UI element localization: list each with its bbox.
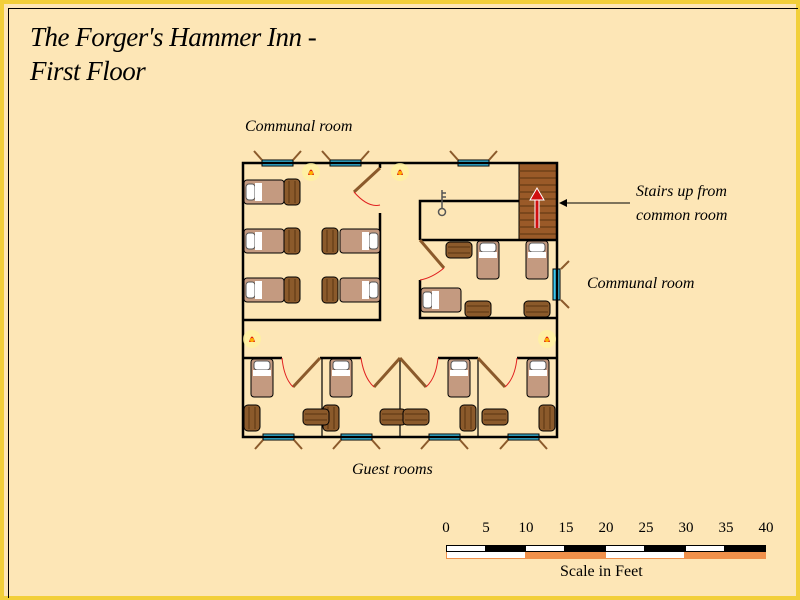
window-bottom-2 (332, 433, 381, 450)
scale-tick-label: 20 (598, 520, 614, 536)
window-top-3 (449, 150, 498, 167)
scale-tick-label: 0 (442, 520, 450, 536)
torch-icon (538, 330, 556, 348)
label-communal-room-top: Communal room (245, 118, 353, 135)
scale-tick-label: 40 (758, 520, 774, 536)
window-right (552, 260, 570, 309)
window-bottom-3 (420, 433, 469, 450)
scale-tick-label: 5 (482, 520, 490, 536)
window-bottom-1 (254, 433, 303, 450)
map-title-line1: The Forger's Hammer Inn - (30, 22, 317, 52)
stairs[interactable] (518, 162, 558, 241)
scale-bar (446, 545, 766, 559)
walls (241, 161, 559, 439)
key-icon[interactable] (437, 190, 447, 217)
scale-tick-label: 30 (678, 520, 694, 536)
window-bottom-4 (499, 433, 548, 450)
window-top-1 (253, 150, 302, 167)
label-stairs-line2: common room (636, 207, 728, 224)
torch-icon (243, 330, 261, 348)
doors[interactable] (281, 166, 518, 389)
label-guest-rooms: Guest rooms (352, 461, 433, 478)
right-room-furniture (420, 240, 551, 318)
scale-tick-label: 25 (638, 520, 654, 536)
label-stairs-line1: Stairs up from (636, 183, 727, 200)
scale-tick-label: 35 (718, 520, 734, 536)
label-communal-room-right: Communal room (587, 275, 695, 292)
stairs-pointer-arrow (559, 199, 630, 207)
scale-tick-label: 10 (518, 520, 534, 536)
scale-caption: Scale in Feet (560, 563, 643, 580)
map-title-line2: First Floor (30, 56, 146, 86)
torch-icon (302, 163, 320, 181)
torch-icon (391, 163, 409, 181)
scale-tick-label: 15 (558, 520, 574, 536)
window-top-2 (321, 150, 370, 167)
